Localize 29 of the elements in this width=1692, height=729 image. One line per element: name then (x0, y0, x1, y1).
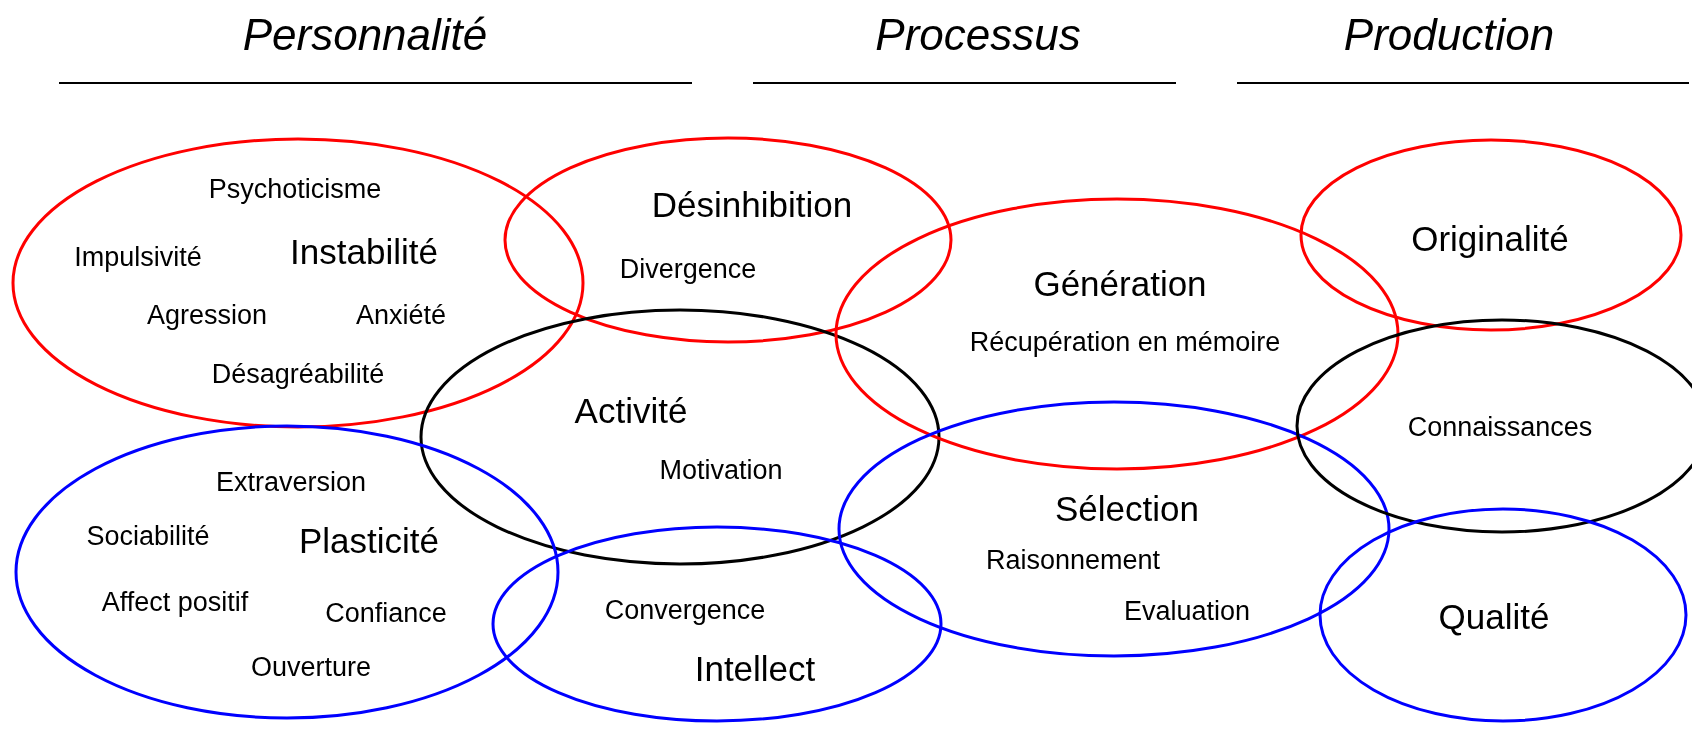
group-heading: Originalité (1411, 220, 1569, 256)
trait-label: Psychoticisme (208, 175, 382, 203)
group-heading: Sélection (1055, 490, 1199, 526)
trait-label: Convergence (604, 596, 766, 624)
trait-label: Motivation (659, 456, 783, 484)
trait-label: Confiance (325, 599, 447, 627)
trait-label: Ouverture (250, 653, 372, 681)
trait-label: Divergence (619, 255, 757, 283)
column-heading: Personnalité (242, 13, 488, 57)
trait-label: Evaluation (1123, 597, 1251, 625)
trait-label: Anxiété (355, 301, 447, 329)
trait-label: Sociabilité (86, 522, 210, 550)
column-heading: Processus (875, 13, 1081, 57)
group-heading: Intellect (694, 650, 816, 686)
trait-label: Connaissances (1407, 413, 1593, 441)
group-heading: Désinhibition (651, 186, 853, 222)
group-heading: Activité (574, 392, 688, 428)
trait-label: Extraversion (215, 468, 367, 496)
trait-label: Impulsivité (74, 243, 202, 271)
group-heading: Qualité (1438, 598, 1550, 634)
group-heading: Plasticité (298, 522, 440, 558)
trait-label: Raisonnement (985, 546, 1161, 574)
trait-label: Affect positif (101, 588, 249, 616)
trait-label: Désagréabilité (211, 360, 385, 388)
group-heading: Génération (1033, 265, 1207, 301)
column-heading: Production (1343, 13, 1555, 57)
group-heading: Instabilité (290, 233, 438, 269)
trait-label: Agression (146, 301, 268, 329)
trait-label: Récupération en mémoire (969, 328, 1281, 356)
